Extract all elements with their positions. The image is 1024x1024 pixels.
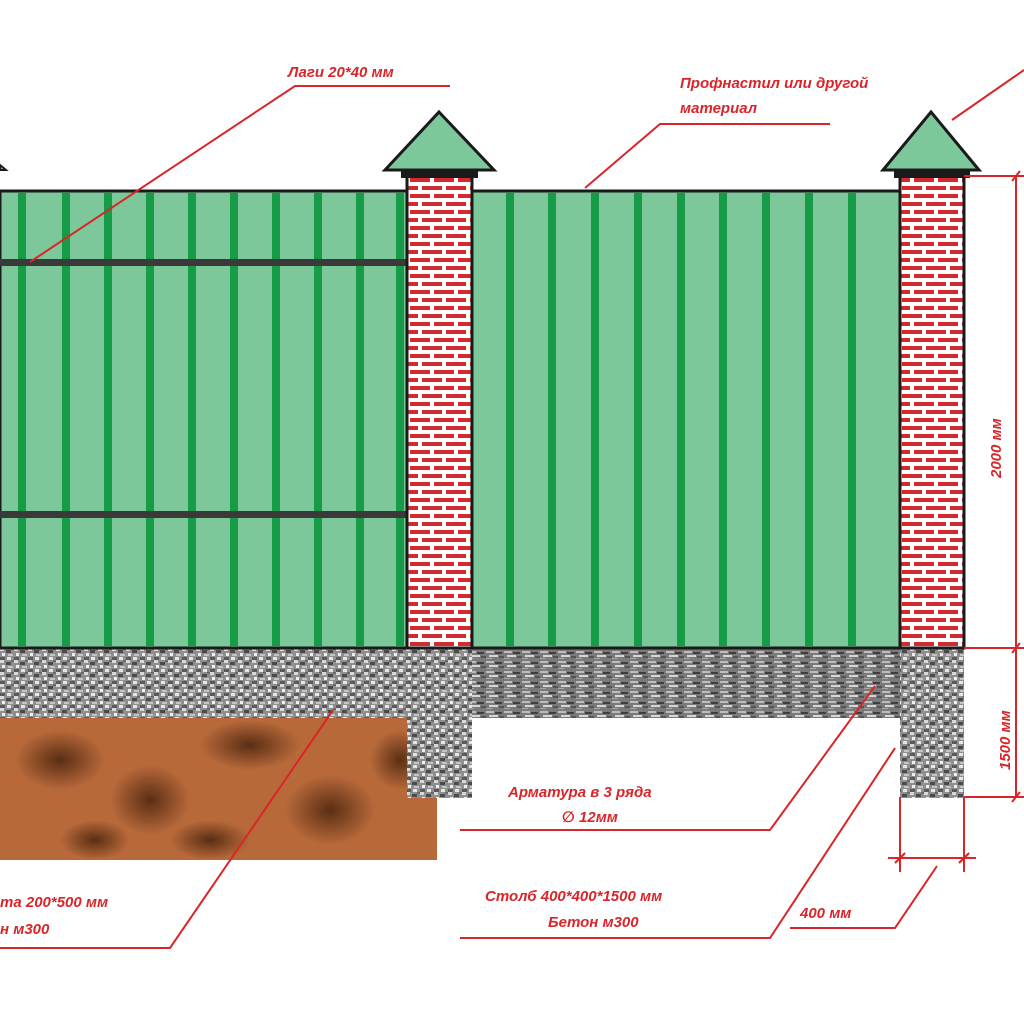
label-stolb-1: Столб 400*400*1500 мм bbox=[485, 888, 662, 905]
lag-lower bbox=[0, 511, 407, 518]
leader-lenta bbox=[0, 709, 334, 949]
label-armatura-1: Арматура в 3 ряда bbox=[507, 784, 652, 801]
pillar-cap-right bbox=[879, 109, 983, 172]
label-height-2000: 2000 мм bbox=[988, 418, 1005, 479]
label-stolb-2: Бетон м300 bbox=[548, 914, 639, 931]
leader-lines bbox=[0, 69, 1024, 949]
label-armatura-2: ∅ 12мм bbox=[562, 809, 618, 826]
leader-right-cap bbox=[951, 69, 1024, 121]
label-width-400: 400 мм bbox=[799, 905, 851, 922]
brick-pillar-right bbox=[894, 170, 970, 650]
pillar-cap-middle bbox=[381, 109, 498, 172]
leader-400 bbox=[790, 865, 938, 929]
label-lenta-1: та 200*500 мм bbox=[0, 894, 108, 911]
lag-upper bbox=[0, 259, 407, 266]
leader-stolb bbox=[460, 747, 896, 939]
fence-panel-right bbox=[470, 189, 902, 650]
dimension-lines bbox=[888, 170, 1024, 872]
brick-pillar-middle bbox=[401, 170, 478, 650]
strip-foundation-right bbox=[472, 648, 964, 798]
label-profnastil-1: Профнастил или другой bbox=[680, 75, 868, 92]
fence-panel-left bbox=[0, 189, 409, 650]
label-lagi: Лаги 20*40 мм bbox=[287, 64, 394, 81]
label-height-1500: 1500 мм bbox=[997, 710, 1014, 770]
strip-foundation-left bbox=[0, 648, 472, 798]
soil bbox=[0, 718, 437, 860]
leader-profnastil bbox=[584, 123, 830, 189]
label-profnastil-2: материал bbox=[680, 100, 758, 117]
label-lenta-2: н м300 bbox=[0, 921, 50, 938]
leader-lagi bbox=[29, 85, 450, 263]
pillar-cap-left-partial bbox=[0, 163, 9, 171]
leader-armatura bbox=[460, 685, 876, 831]
